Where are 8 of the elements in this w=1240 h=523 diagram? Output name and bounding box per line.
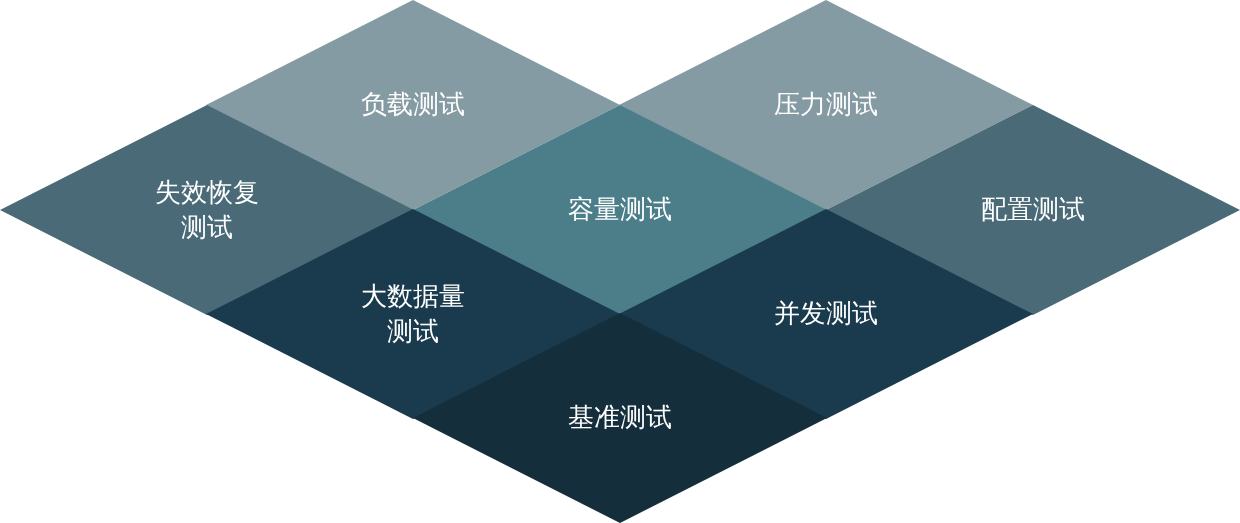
tile-label: 容量测试 [568,193,672,227]
tile-label: 压力测试 [774,88,878,122]
tile-label: 并发测试 [774,297,878,331]
tile-label: 失效恢复测试 [154,175,260,244]
tile-label: 大数据量测试 [360,279,466,348]
tile-label: 配置测试 [981,193,1085,227]
tile-label: 基准测试 [568,401,672,435]
tile-label: 负载测试 [361,88,465,122]
